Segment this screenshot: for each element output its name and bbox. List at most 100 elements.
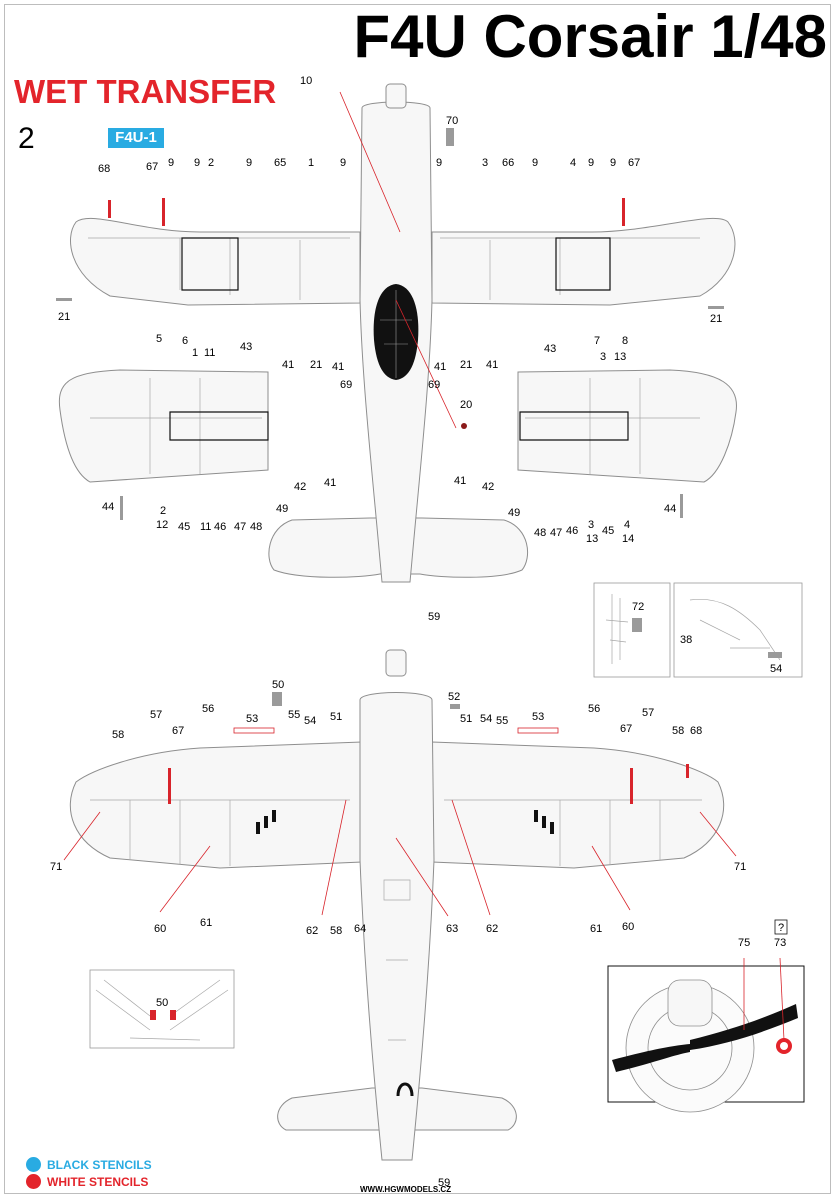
sheet-number: 2 xyxy=(18,122,35,155)
callout-48: 48 xyxy=(534,527,546,539)
callout-21: 21 xyxy=(58,311,70,323)
callout-59: 59 xyxy=(438,1177,450,1189)
callout-67: 67 xyxy=(172,725,184,737)
top-view-right-wing xyxy=(431,217,736,306)
callout-12: 12 xyxy=(156,519,168,531)
callout-9: 9 xyxy=(168,157,174,169)
callout-42: 42 xyxy=(294,481,306,493)
top-view-left-fold-panel xyxy=(58,369,269,483)
callout-4: 4 xyxy=(570,157,576,169)
callout-14: 14 xyxy=(622,533,634,545)
callout-41: 41 xyxy=(282,359,294,371)
sheet-border xyxy=(4,4,831,1194)
callout-9: 9 xyxy=(610,157,616,169)
callout-58: 58 xyxy=(672,725,684,737)
callout-44: 44 xyxy=(664,503,676,515)
top-view-left-wing xyxy=(70,218,361,306)
callout-58: 58 xyxy=(112,729,124,741)
top-view-callouts: 10 70 68 67 9 9 2 9 65 1 9 9 3 66 9 4 9 … xyxy=(58,75,722,623)
callout-11: 11 xyxy=(204,347,215,359)
callout-20: 20 xyxy=(460,399,472,411)
callout-57: 57 xyxy=(642,707,654,719)
callout-48: 48 xyxy=(250,521,262,533)
top-view-aircraft xyxy=(56,83,737,583)
callout-21: 21 xyxy=(460,359,472,371)
callout-1: 1 xyxy=(308,157,314,169)
callout-67: 67 xyxy=(146,161,158,173)
callout-49: 49 xyxy=(508,507,520,519)
sheet-title: F4U Corsair 1/48 xyxy=(353,3,827,70)
gun-bay-detail xyxy=(89,969,235,1049)
callout-54: 54 xyxy=(480,713,492,725)
callout-43: 43 xyxy=(240,341,252,353)
callout-45: 45 xyxy=(602,525,614,537)
callout-70: 70 xyxy=(446,115,458,127)
callout-58: 58 xyxy=(330,925,342,937)
callout-71: 71 xyxy=(50,861,62,873)
bottom-view-spinner xyxy=(385,649,407,677)
callout-41: 41 xyxy=(324,477,336,489)
top-view-spinner xyxy=(385,83,407,109)
callout-3: 3 xyxy=(600,351,606,363)
callout-53: 53 xyxy=(532,711,544,723)
callout-47: 47 xyxy=(234,521,246,533)
callout-64: 64 xyxy=(354,923,366,935)
callout-62: 62 xyxy=(306,925,318,937)
callout-2: 2 xyxy=(208,157,214,169)
callout-2: 2 xyxy=(160,505,166,517)
legend-white-label: WHITE STENCILS xyxy=(47,1174,149,1189)
callout-3: 3 xyxy=(482,157,488,169)
callout-9: 9 xyxy=(532,157,538,169)
callout-61: 61 xyxy=(590,923,602,935)
callout-51: 51 xyxy=(330,711,342,723)
callout-66: 66 xyxy=(502,157,514,169)
callout-67: 67 xyxy=(628,157,640,169)
callout-61: 61 xyxy=(200,917,212,929)
callout-8: 8 xyxy=(622,335,628,347)
bottom-view-fuselage xyxy=(359,692,435,1161)
propeller-detail xyxy=(607,919,805,1113)
callout-1: 1 xyxy=(192,347,198,359)
bottom-view-callouts: 50 52 57 56 53 55 54 51 51 54 55 53 56 5… xyxy=(50,679,746,1189)
callout-47: 47 xyxy=(550,527,562,539)
callout-7: 7 xyxy=(594,335,600,347)
callout-44: 44 xyxy=(102,501,114,513)
legend-white-stencils: WHITE STENCILS xyxy=(26,1174,149,1190)
landing-gear-detail xyxy=(593,582,803,678)
callout-41: 41 xyxy=(454,475,466,487)
callout-63: 63 xyxy=(446,923,458,935)
callout-65: 65 xyxy=(274,157,286,169)
callout-question: ? xyxy=(778,922,784,934)
callout-69: 69 xyxy=(428,379,440,391)
callout-60: 60 xyxy=(154,923,166,935)
callout-52: 52 xyxy=(448,691,460,703)
callout-75: 75 xyxy=(738,937,750,949)
detail-callouts: 72 38 54 50 75 73 ? xyxy=(156,601,786,1009)
callout-71: 71 xyxy=(734,861,746,873)
callout-4: 4 xyxy=(624,519,630,531)
callout-57: 57 xyxy=(150,709,162,721)
legend-black-label: BLACK STENCILS xyxy=(47,1157,152,1172)
callout-41: 41 xyxy=(486,359,498,371)
callout-72: 72 xyxy=(632,601,644,613)
bottom-view-left-wing xyxy=(69,741,363,869)
callout-49: 49 xyxy=(276,503,288,515)
callout-6: 6 xyxy=(182,335,188,347)
callout-46: 46 xyxy=(566,525,578,537)
callout-68: 68 xyxy=(690,725,702,737)
sheet-subtitle: WET TRANSFER xyxy=(14,73,277,110)
callout-50: 50 xyxy=(156,997,168,1009)
callout-62: 62 xyxy=(486,923,498,935)
callout-9: 9 xyxy=(194,157,200,169)
callout-9: 9 xyxy=(588,157,594,169)
callout-41: 41 xyxy=(332,361,344,373)
top-view-right-fold-panel xyxy=(517,369,737,483)
callout-68: 68 xyxy=(98,163,110,175)
bottom-view-right-wing xyxy=(431,741,725,869)
callout-9: 9 xyxy=(436,157,442,169)
cyan-dot-icon xyxy=(26,1157,41,1173)
variant-badge: F4U-1 xyxy=(108,128,164,148)
callout-13: 13 xyxy=(586,533,598,545)
callout-69: 69 xyxy=(340,379,352,391)
callout-56: 56 xyxy=(588,703,600,715)
